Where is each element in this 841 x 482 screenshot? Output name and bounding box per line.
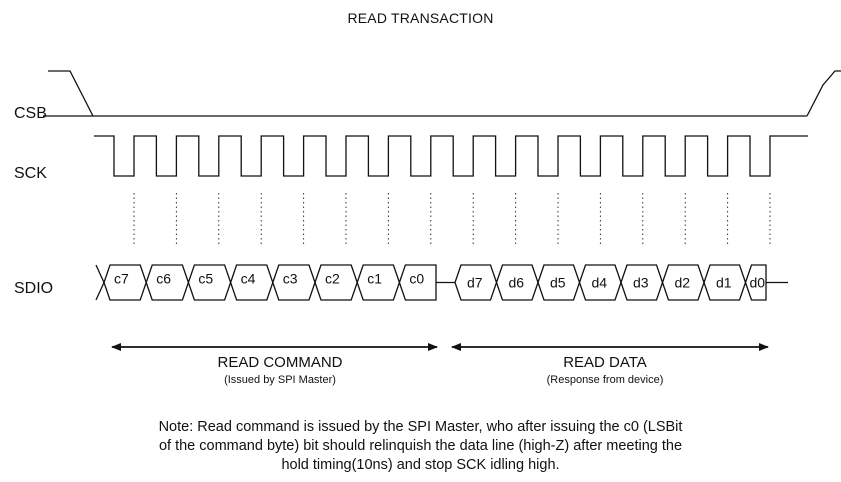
command-bit-label: c2	[325, 271, 340, 287]
clock-edge-guides	[133, 193, 771, 247]
data-bit-label: d5	[550, 275, 566, 291]
data-bit-label: d4	[592, 275, 608, 291]
read-data-sublabel: (Response from device)	[546, 374, 664, 386]
sck-label: SCK	[14, 165, 47, 182]
csb-waveform-end	[806, 70, 841, 117]
sdio-lead-edge	[95, 264, 105, 283]
data-bit-label: d6	[509, 275, 525, 291]
note-text: Note: Read command is issued by the SPI …	[30, 418, 811, 475]
sdio-label: SDIO	[14, 280, 54, 297]
sdio-lead-edge	[95, 282, 105, 301]
note-line: of the command byte) bit should relinqui…	[158, 438, 683, 454]
read-command-label: READ COMMAND	[217, 354, 343, 371]
sdio-waveform: c7 c6 c5 c4 c3 c2 c1 c0 d7 d6 d5 d4 d3 d2 d1 d0	[95, 264, 788, 301]
sck-trace	[94, 135, 808, 177]
command-bit-label: c4	[241, 271, 256, 287]
data-bit-label: d7	[467, 275, 483, 291]
data-bit-label: d3	[633, 275, 649, 291]
note-line: Note: Read command is issued by the SPI …	[158, 419, 683, 435]
data-bit-label: d0	[750, 275, 766, 291]
read-data-caption: READ DATA (Response from device)	[505, 354, 705, 386]
command-bit-label: c3	[283, 271, 298, 287]
sck-waveform	[94, 135, 808, 177]
data-bit-label: d1	[716, 275, 732, 291]
command-bit-label: c5	[198, 271, 213, 287]
command-bit-label: c7	[114, 271, 129, 287]
csb-label: CSB	[14, 105, 47, 122]
read-command-sublabel: (Issued by SPI Master)	[224, 374, 336, 386]
data-bit-label: d2	[675, 275, 691, 291]
command-bit-label: c1	[367, 271, 382, 287]
command-bit-label: c0	[409, 271, 424, 287]
command-bit-label: c6	[156, 271, 171, 287]
diagram-title: READ TRANSACTION	[347, 10, 494, 26]
read-command-caption: READ COMMAND (Issued by SPI Master)	[180, 354, 380, 386]
read-data-label: READ DATA	[563, 354, 647, 371]
csb-waveform-start	[48, 70, 807, 117]
note-line: hold timing(10ns) and stop SCK idling hi…	[281, 457, 560, 473]
